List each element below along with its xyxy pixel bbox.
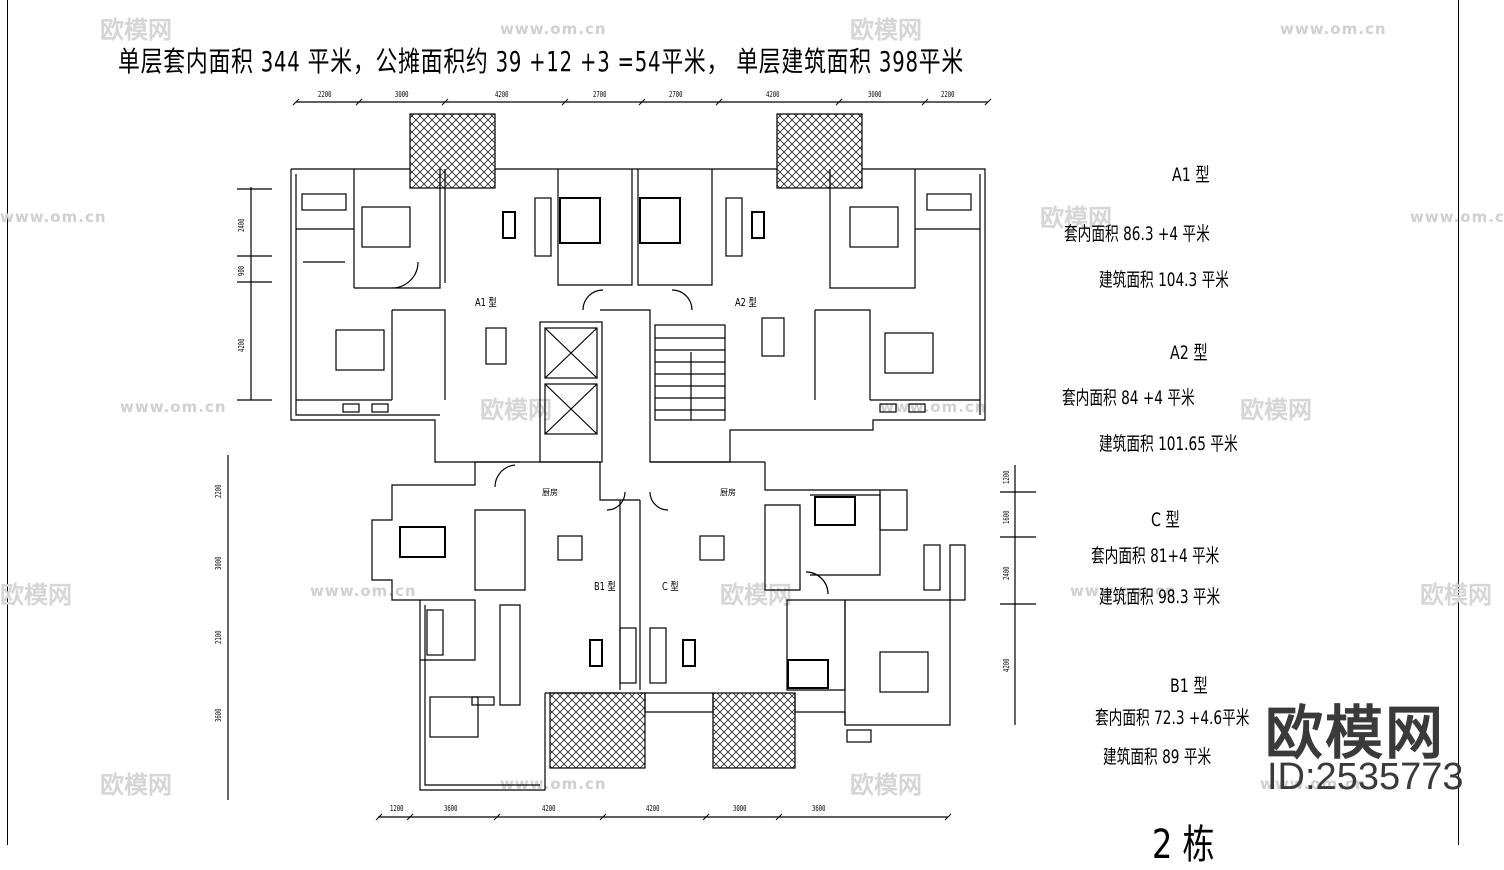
dim-left: 3600 [214,708,223,722]
watermark-url: www.om.cn [1410,208,1504,226]
watermark-url: www.om.cn [880,398,987,416]
watermark-soft: 欧模网 [850,16,922,44]
legend-inner-area: 套内面积 84 +4 平米 [1062,387,1195,409]
room-label-kitchen: 厨房 [720,488,736,497]
dim-top: 2700 [593,90,607,99]
unit-label-c: C 型 [662,580,679,593]
dim-top: 4200 [766,90,780,99]
watermark-url: www.om.cn [500,775,607,793]
building-label: 2 栋 [1152,822,1215,868]
watermark-url: www.om.cn [1280,20,1387,38]
dim-left: 2400 [237,218,246,232]
drawing-title: 单层套内面积 344 平米，公摊面积约 39 +12 +3 =54平米， 单层建… [118,45,965,78]
watermark-url: www.om.cn [500,20,607,38]
dim-bottom: 3000 [733,804,747,813]
dim-left: 2200 [214,484,223,498]
dim-right: 1200 [1002,470,1011,484]
legend-building-area: 建筑面积 101.65 平米 [1099,433,1238,455]
watermark-soft: 欧模网 [100,16,172,44]
legend-building-area: 建筑面积 89 平米 [1103,746,1212,768]
legend-building-area: 建筑面积 98.3 平米 [1099,586,1221,608]
dim-top: 3000 [868,90,882,99]
legend-inner-area: 套内面积 72.3 +4.6平米 [1095,707,1250,729]
dim-bottom: 3600 [812,804,826,813]
dim-bottom: 1200 [390,804,404,813]
floor-plan [227,98,1036,821]
dim-bottom: 4200 [542,804,556,813]
unit-label-b1: B1 型 [594,580,616,593]
watermark-soft: 欧模网 [0,581,72,609]
dim-top: 4200 [495,90,509,99]
dim-top: 2200 [318,90,332,99]
dim-left: 4200 [237,338,246,352]
watermark-id: ID:2535773 [1267,756,1464,798]
watermark-soft: 欧模网 [850,771,922,799]
drawing-border-left [7,0,8,845]
dim-top: 2200 [941,90,955,99]
dim-left: 900 [237,265,246,276]
watermark-soft: 欧模网 [100,771,172,799]
dim-right: 2400 [1002,566,1011,580]
dim-top: 2700 [669,90,683,99]
legend-type: A1 型 [1172,164,1210,186]
watermark-url: www.om.cn [1260,775,1367,793]
legend-inner-area: 套内面积 81+4 平米 [1091,545,1220,567]
dim-bottom: 4200 [646,804,660,813]
watermark-url: www.om.cn [120,398,227,416]
unit-label-a1: A1 型 [475,296,497,309]
room-label-kitchen: 厨房 [542,488,558,497]
dim-left: 2100 [214,630,223,644]
watermark-brand: 欧模网 [1265,699,1446,767]
dim-left: 3000 [214,556,223,570]
dim-right: 4200 [1002,658,1011,672]
legend-type: A2 型 [1170,342,1208,364]
legend-type: C 型 [1151,509,1180,531]
watermark-url: www.om.cn [310,582,417,600]
legend-type: B1 型 [1170,675,1208,697]
watermark-soft: 欧模网 [1420,581,1492,609]
drawing-border-right [1458,0,1459,845]
legend-building-area: 建筑面积 104.3 平米 [1099,269,1229,291]
dim-bottom: 3600 [444,804,458,813]
watermark-soft: 欧模网 [1240,396,1312,424]
dim-right: 1600 [1002,510,1011,524]
watermark-soft: 欧模网 [720,581,792,609]
watermark-url: www.om.cn [1070,582,1177,600]
dim-top: 3000 [395,90,409,99]
legend-inner-area: 套内面积 86.3 +4 平米 [1064,223,1210,245]
watermark-url: www.om.cn [0,208,107,226]
unit-label-a2: A2 型 [735,296,757,309]
watermark-soft: 欧模网 [1040,204,1112,232]
